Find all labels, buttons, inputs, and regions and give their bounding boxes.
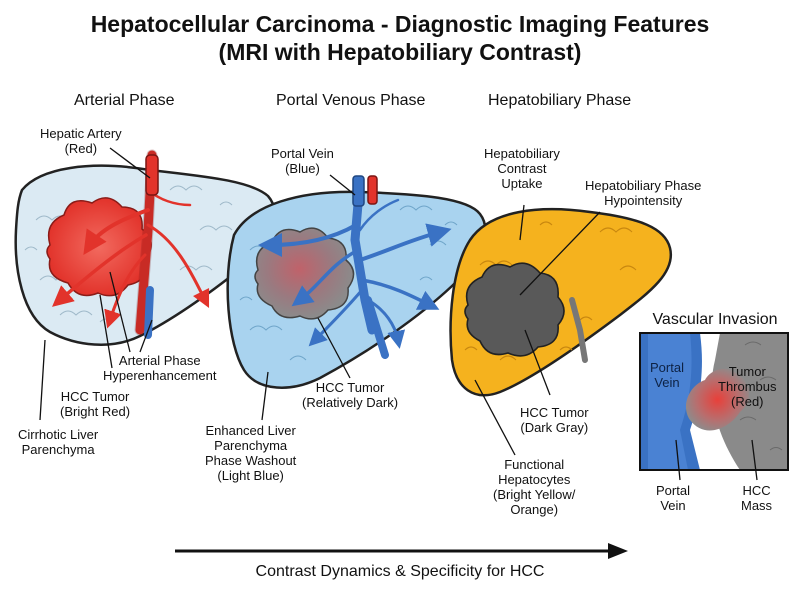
hepatic-artery-stump <box>145 154 159 196</box>
arterial-leader-lines <box>39 147 153 421</box>
label-hcc-tumor-relatively-dark: HCC Tumor(Relatively Dark) <box>302 380 399 410</box>
hepatobiliary-tumor <box>464 262 565 357</box>
phase-title-arterial: Arterial Phase <box>74 92 175 109</box>
label-portal-vein: Portal Vein(Blue) <box>271 146 334 176</box>
label-hcc-tumor-dark-gray: HCC Tumor(Dark Gray) <box>520 405 589 435</box>
vascular-invasion-inset <box>639 332 789 471</box>
portal-artery-stump <box>367 175 378 205</box>
portal-vein-stump <box>352 175 365 207</box>
phase-title-hepatobiliary: Hepatobiliary Phase <box>488 92 632 109</box>
main-subtitle: (MRI with Hepatobiliary Contrast) <box>218 39 582 65</box>
portal-leader-lines <box>261 174 356 421</box>
hepatobiliary-leader-lines <box>474 204 601 456</box>
inset-leader-lines <box>675 439 758 481</box>
phase-title-portal: Portal Venous Phase <box>276 92 426 109</box>
label-hcc-tumor-bright-red: HCC Tumor(Bright Red) <box>60 389 131 419</box>
footer-caption: Contrast Dynamics & Specificity for HCC <box>255 563 545 580</box>
progress-arrow <box>175 543 628 559</box>
inset-title: Vascular Invasion <box>652 311 778 328</box>
label-hepatic-artery: Hepatic Artery(Red) <box>40 126 122 156</box>
main-title: Hepatocellular Carcinoma - Diagnostic Im… <box>90 11 710 37</box>
arterial-vein-stub <box>144 286 154 339</box>
portal-vein-trunk <box>364 296 389 359</box>
